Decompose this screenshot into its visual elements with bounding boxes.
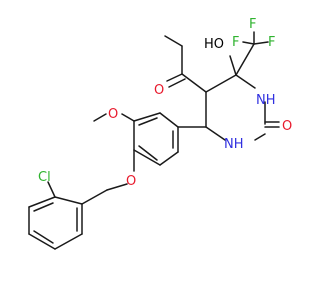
bond <box>28 233 56 250</box>
bond <box>28 196 56 208</box>
atom-nh-lower: NH <box>224 137 244 152</box>
bond <box>81 189 108 205</box>
bond <box>93 113 107 122</box>
atom-o-carbonyl: O <box>282 119 292 134</box>
bond <box>138 145 158 161</box>
bond <box>235 43 255 76</box>
bond <box>47 181 56 198</box>
bond <box>133 112 161 122</box>
bond <box>205 126 226 141</box>
bond <box>253 41 269 45</box>
bond <box>168 78 186 88</box>
bond <box>181 73 207 93</box>
bond <box>121 113 135 122</box>
atom-cl: Cl <box>38 170 51 185</box>
atom-f-right: F <box>268 35 275 50</box>
atom-nh-upper: NH <box>256 93 276 108</box>
bonds <box>28 31 280 250</box>
bond <box>138 117 158 126</box>
bond <box>254 133 266 141</box>
atom-o-methoxy: O <box>108 107 118 122</box>
bond <box>33 202 54 212</box>
structure-svg: HO F F F O NH O NH O O Cl <box>28 17 292 250</box>
bond <box>166 73 183 82</box>
bond <box>159 112 179 128</box>
bond <box>235 74 256 89</box>
atom-f-left: F <box>232 35 239 50</box>
atom-ho: HO <box>204 37 224 52</box>
bond <box>164 35 183 47</box>
bond <box>205 74 237 93</box>
bond <box>54 196 83 205</box>
bond <box>159 151 179 166</box>
bond <box>54 233 83 250</box>
bond <box>229 55 237 76</box>
bond <box>106 183 128 191</box>
bond <box>242 41 255 45</box>
atom-labels: HO F F F O NH O NH O O Cl <box>38 17 292 189</box>
bond <box>33 230 54 244</box>
bond <box>133 149 161 166</box>
molecule-diagram: HO F F F O NH O NH O O Cl <box>28 17 293 250</box>
atom-o-ether: O <box>126 174 136 189</box>
atom-f-bottom: F <box>249 17 256 32</box>
atom-o-acetyl: O <box>154 83 164 98</box>
